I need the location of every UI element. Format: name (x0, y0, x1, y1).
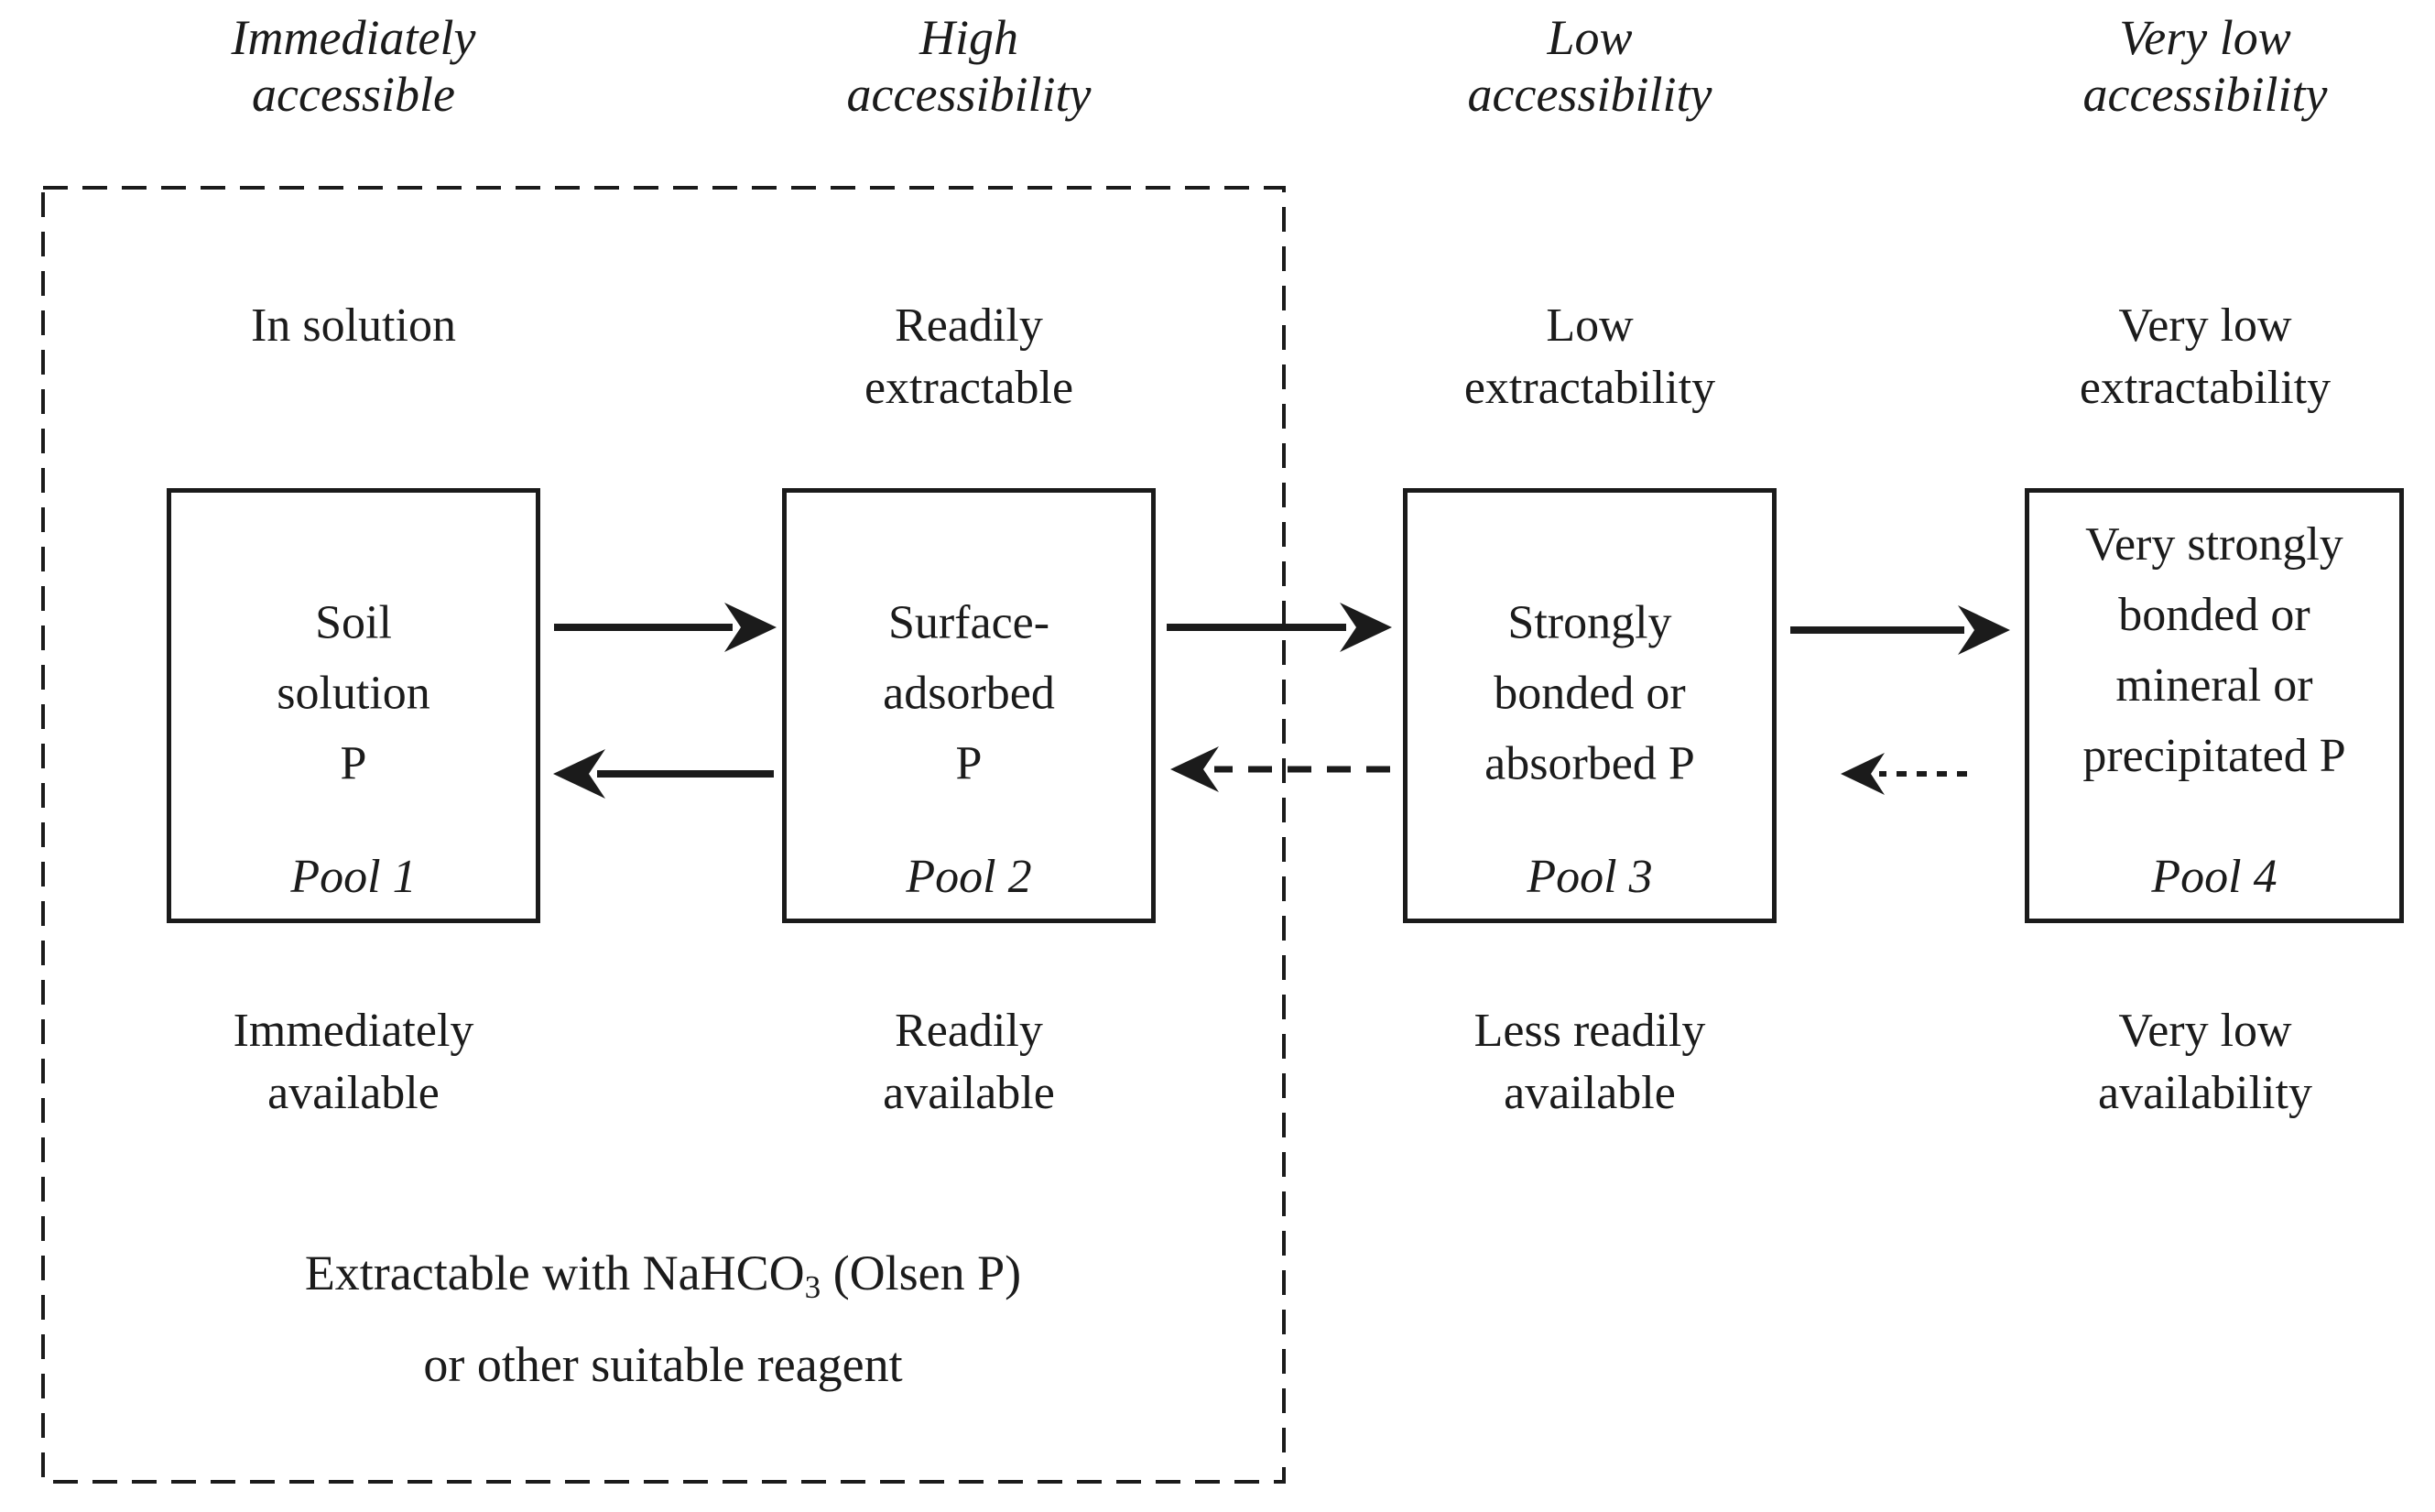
column2-extractability-label: Readily extractable (864, 299, 1074, 414)
olsen-note-subscript: 3 (804, 1268, 821, 1305)
arrow-pool3-to-pool4 (1790, 605, 2010, 655)
column1-availability-label: Immediately available (233, 1005, 474, 1119)
olsen-region-outline (41, 186, 1286, 1484)
column2-availability-label: Readily available (883, 1005, 1055, 1119)
column3-availability-label: Less readily available (1473, 1005, 1706, 1119)
column4-accessibility-header: Very low accessibility (2082, 10, 2328, 122)
pool1-name: Pool 1 (290, 851, 417, 903)
column4-availability-label: Very low availability (2098, 1005, 2312, 1119)
olsen-note-line1-post: (Olsen P) (821, 1245, 1022, 1300)
arrow-pool2-to-pool3 (1167, 603, 1392, 652)
column3-accessibility-header: Low accessibility (1467, 10, 1712, 122)
pool2-label: Surface- adsorbed P (883, 596, 1055, 790)
arrow-pool4-to-pool3 (1841, 753, 1967, 795)
column1-accessibility-header: Immediately accessible (231, 10, 476, 122)
olsen-note-line2: or other suitable reagent (423, 1336, 903, 1392)
pool2-box: Surface- adsorbed P Pool 2 (782, 488, 1156, 923)
column2-accessibility-header: High accessibility (846, 10, 1092, 122)
arrow-pool3-to-pool2 (1170, 746, 1390, 792)
pool4-name: Pool 4 (2151, 851, 2277, 903)
pool4-box: Very strongly bonded or mineral or preci… (2025, 488, 2404, 923)
column1-extractability-label: In solution (251, 299, 456, 352)
pool3-box: Strongly bonded or absorbed P Pool 3 (1403, 488, 1777, 923)
arrow-pool2-to-pool1 (553, 749, 774, 799)
olsen-note: Extractable with NaHCO3 (Olsen P) or oth… (68, 1235, 1258, 1403)
pool3-name: Pool 3 (1527, 851, 1653, 903)
pool3-label: Strongly bonded or absorbed P (1484, 596, 1695, 790)
olsen-note-line1: Extractable with NaHCO3 (Olsen P) (68, 1235, 1258, 1326)
arrow-pool1-to-pool2 (554, 603, 777, 652)
pool1-label: Soil solution P (277, 596, 430, 790)
column4-extractability-label: Very low extractability (2079, 299, 2332, 414)
pool2-name: Pool 2 (906, 851, 1032, 903)
pool4-label: Very strongly bonded or mineral or preci… (2082, 518, 2346, 782)
pool1-box: Soil solution P Pool 1 (167, 488, 540, 923)
olsen-note-line1-pre: Extractable with NaHCO (304, 1245, 805, 1300)
column3-extractability-label: Low extractability (1463, 299, 1716, 414)
